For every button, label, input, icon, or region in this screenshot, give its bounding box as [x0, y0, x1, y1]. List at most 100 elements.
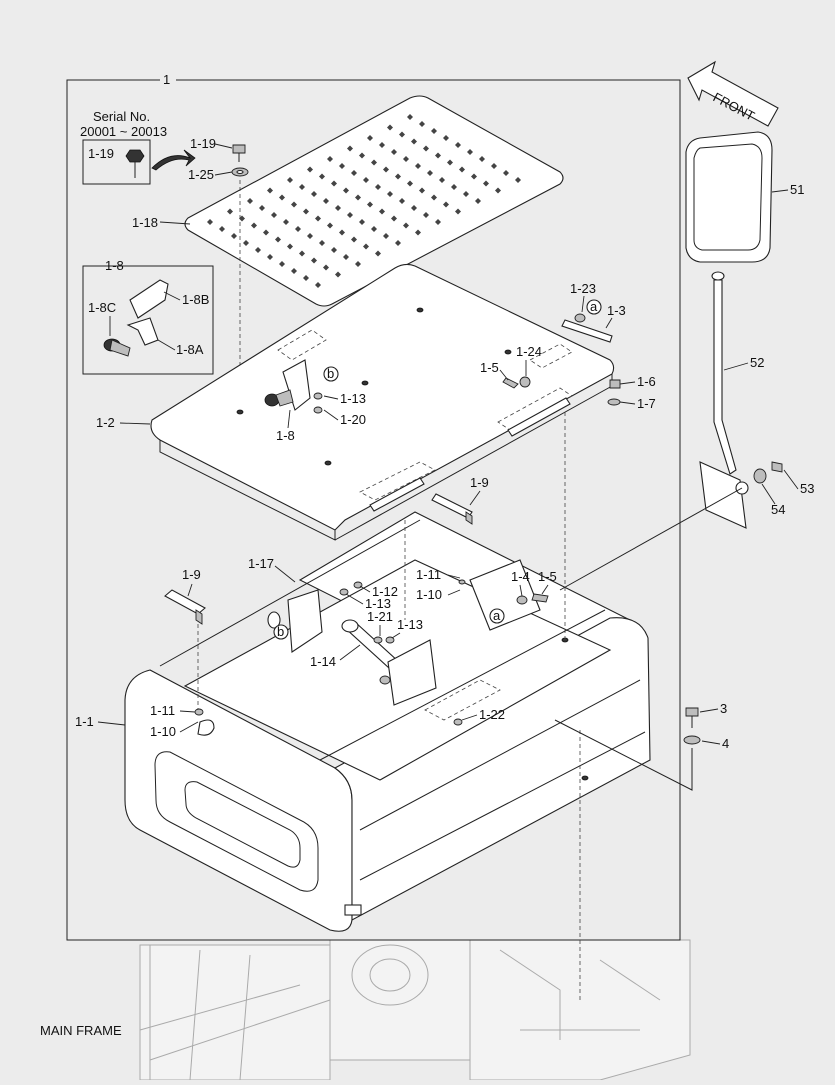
cover-lid: [150, 263, 615, 541]
plate-hole: [247, 198, 253, 204]
plate-hole: [443, 201, 449, 208]
label-51: 51: [790, 182, 804, 197]
plate-hole: [327, 222, 333, 229]
plate-hole: [307, 233, 313, 239]
plate-hole: [455, 208, 461, 215]
cap-1-10: [197, 719, 215, 736]
plate-hole: [411, 205, 417, 211]
label-1-24: 1-24: [516, 344, 542, 359]
group-1-frame: [66, 79, 681, 941]
label-1-8A: 1-8A: [176, 342, 204, 357]
serial-title: Serial No.: [93, 109, 150, 124]
label-4: 4: [722, 736, 729, 751]
stay-1-3: [502, 313, 621, 406]
label-1-4: 1-4: [511, 569, 530, 584]
plate-hole: [363, 243, 369, 250]
plate-hole: [407, 180, 413, 187]
plate-hole: [319, 173, 325, 180]
plate-hole: [291, 201, 297, 208]
label-1-9-right: 1-9: [470, 475, 489, 490]
plate-hole: [463, 191, 469, 197]
plate-hole: [355, 261, 361, 267]
label-1-13-low: 1-13: [397, 617, 423, 632]
plate-hole: [359, 219, 365, 225]
plate-hole: [299, 184, 305, 190]
plate-hole: [423, 212, 429, 218]
plate-hole: [339, 229, 345, 236]
plate-hole: [359, 152, 365, 159]
label-1-8B: 1-8B: [182, 292, 209, 307]
label-1-11-mid: 1-11: [416, 567, 441, 582]
label-1-12: 1-12: [372, 584, 398, 599]
label-1-8-group: 1-8: [105, 258, 124, 273]
label-1-2: 1-2: [96, 415, 115, 430]
plate-hole: [515, 177, 521, 183]
label-1-14: 1-14: [310, 654, 336, 669]
label-1-19-inset: 1-19: [88, 146, 114, 161]
label-1-6: 1-6: [637, 374, 656, 389]
lock-1-8: [264, 329, 327, 411]
grip-right: [431, 493, 473, 525]
label-1-20: 1-20: [340, 412, 366, 427]
label-3: 3: [720, 701, 727, 716]
plate-hole: [307, 166, 313, 173]
plate-hole: [255, 247, 261, 253]
plate-hole: [503, 170, 509, 176]
circle-b-top: [323, 366, 339, 382]
plate-hole: [231, 233, 237, 239]
plate-hole: [259, 205, 265, 211]
plate-hole: [455, 142, 461, 148]
bolt-53-washer-54: [559, 461, 783, 591]
plate-hole: [419, 121, 425, 127]
grip-left: [164, 589, 206, 710]
label-53: 53: [800, 481, 814, 496]
plate-hole: [439, 177, 445, 183]
plate-hole: [311, 191, 317, 197]
plate-hole: [295, 226, 301, 232]
plate-hole: [323, 264, 329, 271]
plate-hole: [435, 152, 441, 159]
plate-hole: [387, 191, 393, 197]
plate-hole: [263, 229, 269, 236]
plate-hole: [483, 180, 489, 187]
plate-hole: [299, 250, 305, 257]
circle-b-top-label: b: [327, 366, 334, 381]
plate-hole: [391, 149, 397, 155]
label-1-3: 1-3: [607, 303, 626, 318]
bolt-1-19: [231, 144, 249, 412]
inner-parts: [267, 559, 549, 726]
plate-hole: [291, 268, 297, 274]
plate-hole: [371, 226, 377, 232]
plate-hole: [331, 180, 337, 187]
plate-hole: [467, 149, 473, 155]
label-1-22: 1-22: [479, 707, 505, 722]
plate-hole: [395, 173, 401, 180]
plate-hole: [351, 236, 357, 243]
label-1-13-mid: 1-13: [365, 596, 391, 611]
label-1-23: 1-23: [570, 281, 596, 296]
plate-hole: [491, 163, 497, 169]
label-1-8C: 1-8C: [88, 300, 116, 315]
label-52: 52: [750, 355, 764, 370]
plate-hole: [347, 145, 353, 152]
nut-1-11: [194, 708, 204, 716]
plate-hole: [415, 229, 421, 236]
plate-hole: [391, 215, 397, 222]
circle-b-mid-label: b: [277, 624, 284, 639]
label-1-5-top: 1-5: [480, 360, 499, 375]
plate-hole: [271, 212, 277, 218]
plate-hole: [363, 177, 369, 183]
plate-hole: [431, 128, 437, 134]
circle-a-top: [586, 299, 602, 315]
plate-hole: [431, 194, 437, 201]
plate-hole: [403, 222, 409, 229]
plate-hole: [375, 250, 381, 257]
label-1-13-top: 1-13: [340, 391, 366, 406]
serial-range: 20001 ~ 20013: [80, 124, 167, 139]
plate-hole: [315, 282, 321, 288]
label-1-10-mid: 1-10: [416, 587, 442, 602]
plate-hole: [267, 254, 273, 260]
plate-hole: [471, 173, 477, 180]
plate-hole: [459, 166, 465, 173]
